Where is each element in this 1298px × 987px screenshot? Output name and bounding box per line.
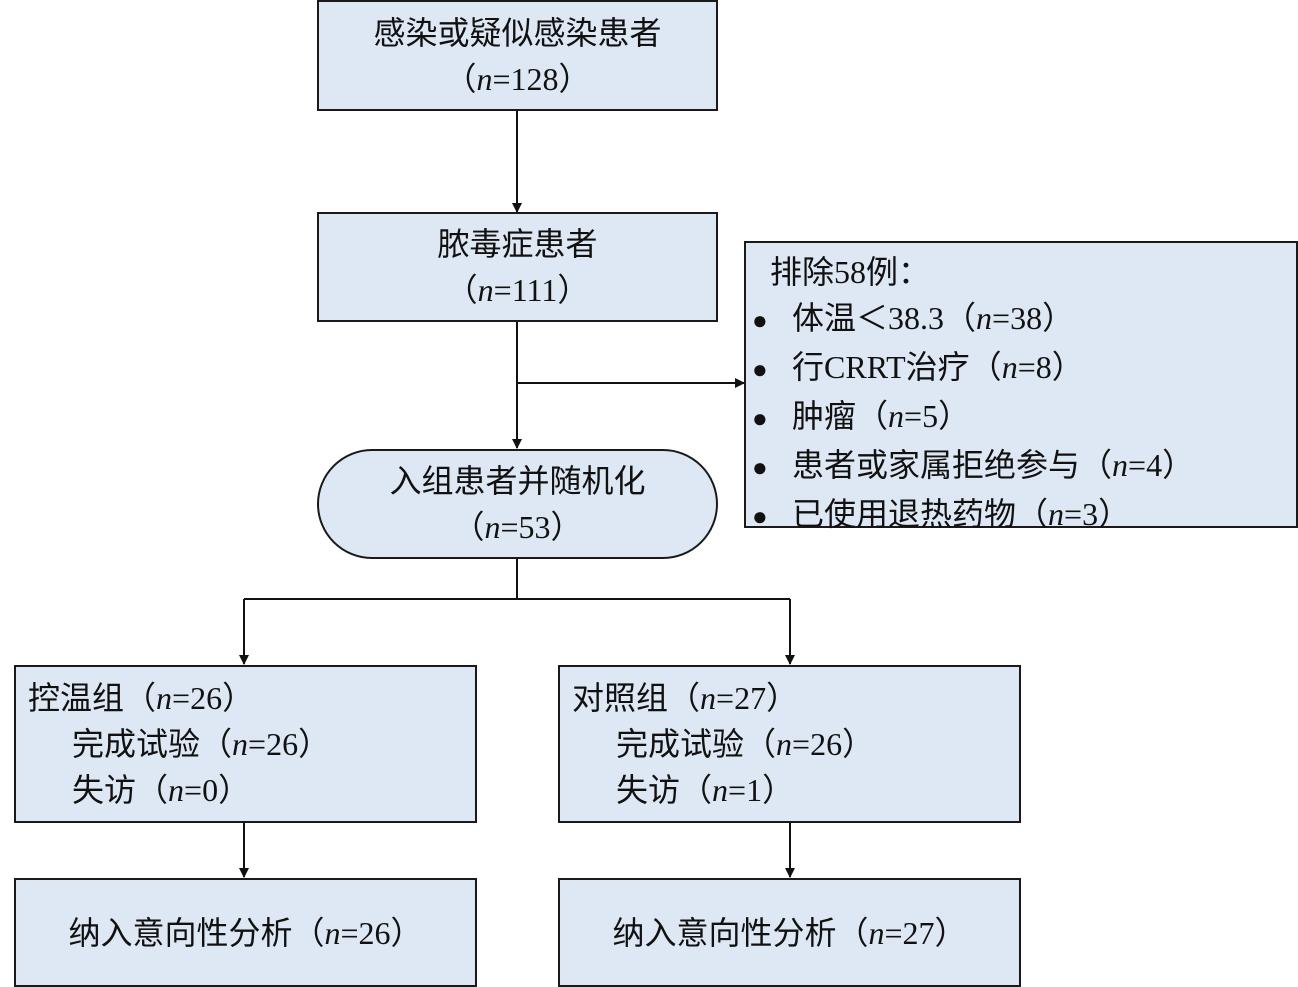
- screened-label: 感染或疑似感染患者: [373, 14, 662, 51]
- intervention-group-label: 控温组（n=26）: [28, 680, 255, 716]
- control-group-box: 对照组（n=27） 完成试验（n=26） 失访（n=1）: [558, 665, 1021, 823]
- bullet-icon: ●: [752, 355, 768, 384]
- control-itt-box: 纳入意向性分析（n=27）: [558, 878, 1021, 987]
- intervention-group-box: 控温组（n=26） 完成试验（n=26） 失访（n=0）: [14, 665, 477, 823]
- intervention-itt-label: 纳入意向性分析（n=26）: [68, 914, 423, 951]
- control-lost: 失访（n=1）: [616, 772, 795, 808]
- intervention-itt-box: 纳入意向性分析（n=26）: [14, 878, 477, 987]
- exclusion-title: 排除58例：: [770, 254, 931, 290]
- intervention-lost: 失访（n=0）: [72, 772, 251, 808]
- randomized-label: 入组患者并随机化: [389, 463, 646, 499]
- exclusion-item: ●行CRRT治疗（n=8）: [752, 344, 1296, 393]
- sepsis-count: （n=111）: [445, 272, 590, 308]
- exclusion-item: ●已使用退热药物（n=3）: [752, 491, 1296, 540]
- exclusion-item: ●体温＜38.3（n=38）: [752, 295, 1296, 344]
- control-completed: 完成试验（n=26）: [616, 726, 875, 762]
- sepsis-label: 脓毒症患者: [437, 226, 598, 262]
- control-itt-label: 纳入意向性分析（n=27）: [612, 914, 967, 951]
- screened-box: 感染或疑似感染患者 （n=128）: [317, 0, 718, 111]
- exclusion-item: ●肿瘤（n=5）: [752, 393, 1296, 442]
- bullet-icon: ●: [752, 404, 768, 433]
- exclusion-item: ●患者或家属拒绝参与（n=4）: [752, 442, 1296, 491]
- exclusion-box: 排除58例： ●体温＜38.3（n=38） ●行CRRT治疗（n=8） ●肿瘤（…: [744, 241, 1298, 532]
- screened-count: （n=128）: [444, 60, 591, 97]
- control-group-label: 对照组（n=27）: [572, 680, 799, 716]
- bullet-icon: ●: [752, 453, 768, 482]
- bullet-icon: ●: [752, 502, 768, 531]
- bullet-icon: ●: [752, 306, 768, 335]
- intervention-completed: 完成试验（n=26）: [72, 726, 331, 762]
- randomized-box: 入组患者并随机化 （n=53）: [317, 449, 718, 559]
- sepsis-box: 脓毒症患者 （n=111）: [317, 212, 718, 322]
- randomized-count: （n=53）: [452, 509, 583, 545]
